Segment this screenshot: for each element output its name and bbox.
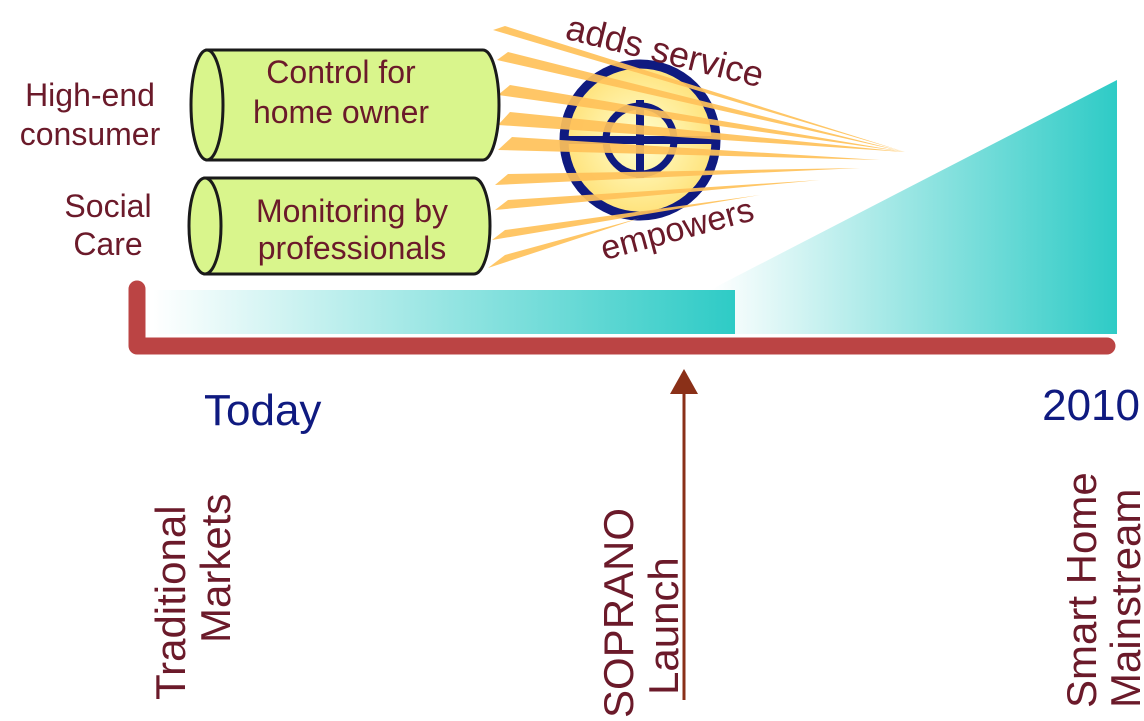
current-market-bar <box>153 290 735 334</box>
control-label-line1: Control for <box>266 54 416 90</box>
traditional-markets-line1: Traditional <box>147 505 194 700</box>
today-label: Today <box>204 386 321 435</box>
monitoring-label-line1: Monitoring by <box>256 193 448 229</box>
launch-arrow <box>670 369 698 700</box>
soprano-launch-line1: SOPRANO <box>595 508 642 718</box>
year-2010-label: 2010 <box>1042 381 1140 430</box>
social-care-label-line2: Care <box>73 226 142 262</box>
high-end-label-line2: consumer <box>20 116 161 152</box>
control-cylinder: Control for home owner <box>189 48 501 162</box>
mainstream-growth-wedge <box>712 80 1117 334</box>
traditional-markets-line2: Markets <box>192 494 239 643</box>
high-end-label-line1: High-end <box>25 77 155 113</box>
smart-home-mainstream-line1: Smart Home <box>1058 472 1105 708</box>
time-axis <box>128 280 1116 355</box>
social-care-label-line1: Social <box>64 188 151 224</box>
control-label-line2: home owner <box>253 94 429 130</box>
monitoring-cylinder: Monitoring by professionals <box>187 176 492 276</box>
smart-home-mainstream-line2: Mainstream <box>1102 489 1144 708</box>
soprano-launch-line2: Launch <box>640 557 687 695</box>
service-beams <box>488 26 905 268</box>
monitoring-label-line2: professionals <box>258 230 447 266</box>
